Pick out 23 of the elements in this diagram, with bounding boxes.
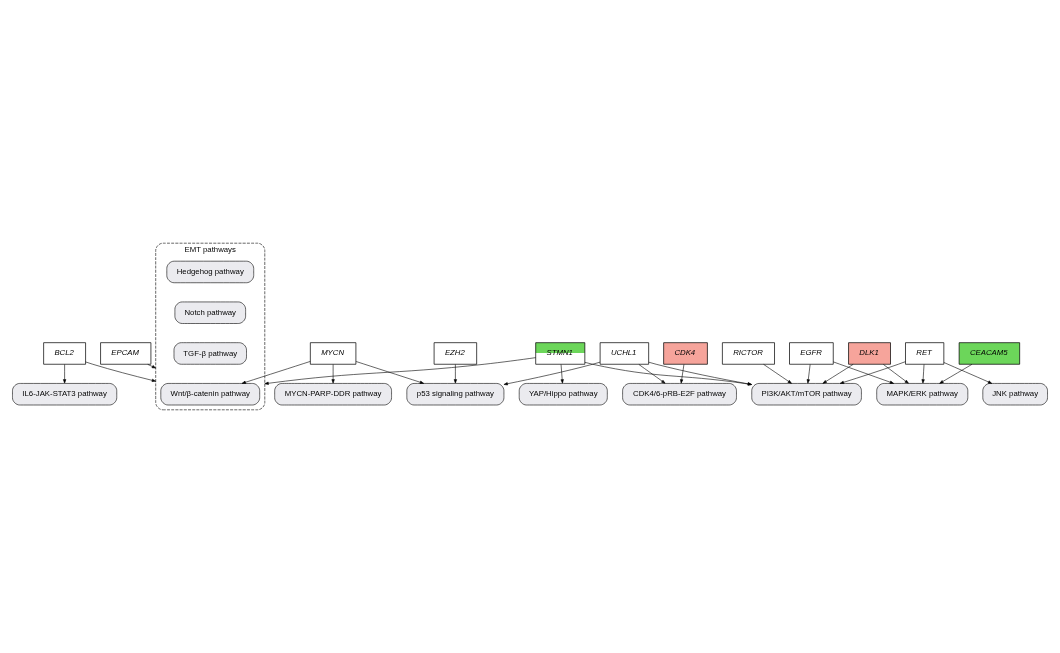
arrow bbox=[833, 361, 894, 384]
arrow bbox=[560, 364, 564, 384]
arrow bbox=[883, 364, 909, 384]
arrow bbox=[453, 364, 457, 384]
arrow bbox=[241, 361, 311, 384]
arrow bbox=[331, 364, 335, 384]
arrow bbox=[503, 361, 601, 386]
arrow bbox=[264, 357, 536, 385]
arrow bbox=[85, 361, 156, 382]
arrow bbox=[680, 364, 685, 384]
arrow bbox=[648, 361, 752, 386]
arrow bbox=[806, 364, 811, 384]
arrow bbox=[939, 364, 973, 384]
arrow bbox=[943, 362, 993, 384]
arrow bbox=[63, 364, 67, 384]
arrow bbox=[822, 364, 854, 384]
arrow bbox=[763, 364, 792, 384]
arrow bbox=[921, 364, 925, 384]
arrow bbox=[584, 362, 752, 386]
arrow bbox=[355, 361, 425, 384]
arrow bbox=[638, 364, 666, 384]
arrow bbox=[839, 361, 906, 384]
arrow bbox=[147, 364, 156, 369]
